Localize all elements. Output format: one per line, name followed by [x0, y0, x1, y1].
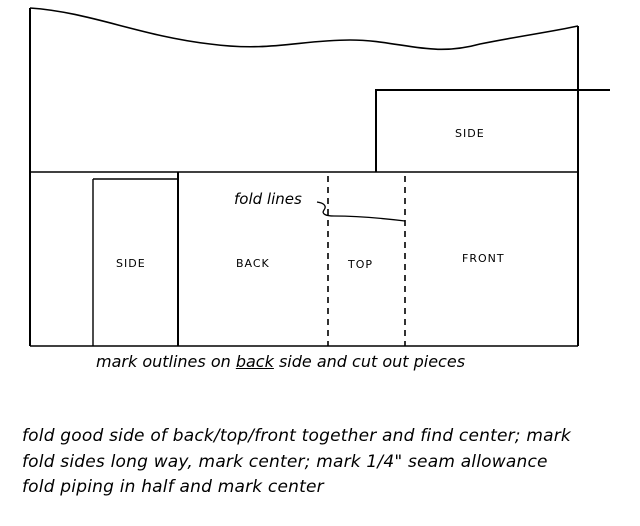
fabric-remnant-outline [29, 7, 579, 51]
fold-lines-annotation: fold lines [234, 190, 302, 208]
fold-lines-leader [316, 201, 406, 222]
top-label: TOP [347, 258, 373, 271]
caption-text-after: side and cut out pieces [273, 352, 466, 371]
back-label: BACK [236, 257, 270, 270]
instruction-line-2: fold sides long way, mark center; mark 1… [22, 452, 548, 472]
instruction-line-1: fold good side of back/top/front togethe… [22, 426, 571, 446]
side-label-left: SIDE [116, 257, 146, 270]
cutting-caption: mark outlines on back side and cut out p… [96, 352, 465, 371]
front-label: FRONT [462, 252, 505, 265]
caption-emphasis: back [235, 352, 274, 371]
instruction-line-3: fold piping in half and mark center [22, 477, 324, 497]
side-label-right: SIDE [455, 127, 485, 140]
side-piece-right-outline [375, 89, 610, 172]
caption-text-before: mark outlines on [96, 352, 236, 371]
